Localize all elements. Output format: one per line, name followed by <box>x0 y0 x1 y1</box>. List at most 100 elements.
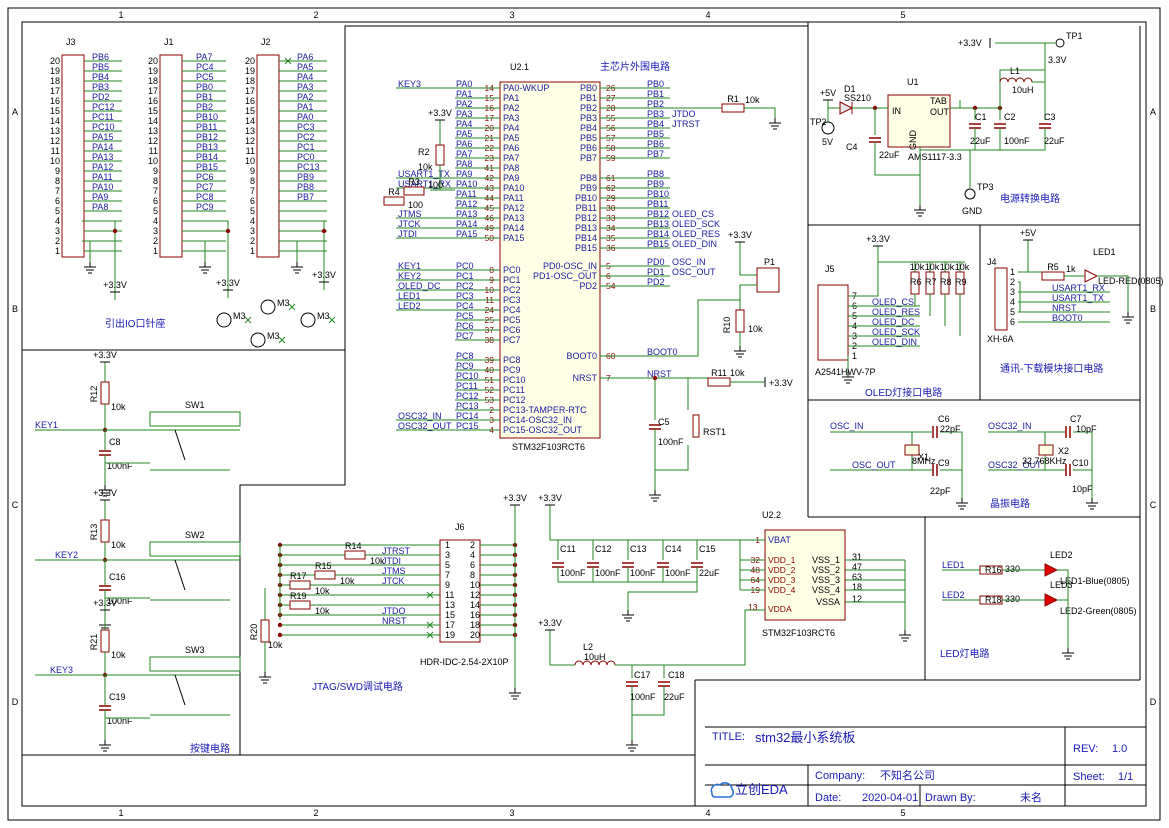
ground-symbol <box>649 490 661 502</box>
mcu-pin-net: PC13 <box>456 401 479 411</box>
c18-ref: C18 <box>668 670 685 680</box>
j6-left-pin: 19 <box>445 630 455 640</box>
oled-net: OLED_CS <box>872 297 914 307</box>
mcu-pin-name: PA9 <box>503 173 519 183</box>
vcc-label: +3.3V <box>503 493 527 503</box>
mcu-pin-net: PB11 <box>647 199 668 209</box>
keys-caption: 按键电路 <box>190 742 230 755</box>
mcu-pin-name: PA11 <box>503 193 524 203</box>
decap-c-ref: C15 <box>699 544 716 554</box>
grid-col-label: 5 <box>900 10 905 20</box>
j3-ref: J3 <box>66 37 76 47</box>
j3-pin: 7 <box>55 186 60 196</box>
key-r-value: 10k <box>111 650 126 660</box>
decap-c-ref: C13 <box>630 544 647 554</box>
c17-value: 100nF <box>630 692 656 702</box>
c3-ref: C3 <box>1044 112 1056 122</box>
mcu-pin-net: PB4 <box>647 119 664 129</box>
vcc-label: +3.3V <box>312 270 336 280</box>
j4-ref: J4 <box>987 257 997 267</box>
switch-symbol[interactable] <box>174 674 186 706</box>
j2-pin: 5 <box>250 206 255 216</box>
test-point <box>821 121 835 135</box>
j1-pin: 13 <box>148 126 158 136</box>
osc-net: OSC32_IN <box>988 421 1032 431</box>
resistor <box>721 103 745 113</box>
mcu-pin-net: PC10 <box>456 371 479 381</box>
mcu-pin-name: PD0-OSC_IN <box>543 261 597 271</box>
mcu-pin-net: PB3 <box>647 109 664 119</box>
j6-right-pin: 12 <box>470 590 480 600</box>
resistor-ref: R4 <box>388 187 400 197</box>
mcu-pin-net: PA14 <box>456 219 477 229</box>
mcu-pin-net: PA8 <box>456 159 472 169</box>
mcu-pin-net: PC7 <box>456 331 474 341</box>
comm-net: USART1_RX <box>1052 283 1105 293</box>
key-c-value: 100nF <box>107 716 133 726</box>
j6-left-pin: 9 <box>445 580 450 590</box>
mcu-pin-net: PA6 <box>456 139 472 149</box>
mcu-net-label: JTCK <box>398 219 421 229</box>
mcu-pin-net: PC9 <box>456 361 474 371</box>
junction-dot <box>112 228 118 234</box>
mcu-pin-net: BOOT0 <box>647 347 678 357</box>
mcu-pin-net: PB6 <box>647 139 664 149</box>
vcc-label: +5V <box>1020 228 1036 238</box>
date-value: 2020-04-01 <box>862 792 918 804</box>
mcu-net-label: KEY3 <box>398 79 421 89</box>
c5-ref: C5 <box>658 417 670 427</box>
j3-pin: 15 <box>50 106 60 116</box>
jtag-r-value: 10k <box>315 586 330 596</box>
led-r-value: 330 <box>1005 564 1020 574</box>
x1-value: 8MHz <box>912 456 936 466</box>
decap-c-value: 100nF <box>595 568 621 578</box>
j1-net: PB14 <box>196 152 218 162</box>
mcu-pin-name: PA4 <box>503 123 519 133</box>
j3-pin: 20 <box>50 56 60 66</box>
reg-out: OUT <box>930 107 950 117</box>
j2-ref: J2 <box>261 37 271 47</box>
reset-button[interactable] <box>692 414 700 438</box>
grid-col-label: 1 <box>118 808 123 818</box>
ground-symbol <box>842 372 854 384</box>
j3-net: PC12 <box>92 102 115 112</box>
r2-ref: R2 <box>418 147 430 157</box>
oled-caption: OLED灯接口电路 <box>865 386 942 399</box>
reg-tab: TAB <box>930 96 947 106</box>
j3-pin: 18 <box>50 76 60 86</box>
mcu-pin-name: PB2 <box>580 103 597 113</box>
c2-value: 100nF <box>1004 136 1030 146</box>
capacitor <box>657 562 669 568</box>
resistor-ref: R1 <box>727 94 739 104</box>
mounting-hole <box>260 299 276 315</box>
mcu-pin-net: PC4 <box>456 301 474 311</box>
mcu-pin-net: PA1 <box>456 89 472 99</box>
led-part: LED2-Green(0805) <box>1060 606 1137 616</box>
mounting-hole-ref: M3 <box>233 311 246 321</box>
p1-body <box>756 267 780 293</box>
company-label: Company: <box>815 770 865 782</box>
mcu-pin-net: PA3 <box>456 109 472 119</box>
vss-pin-name: VSS_1 <box>812 555 840 565</box>
switch-symbol[interactable] <box>174 429 186 461</box>
j1-pin: 1 <box>153 246 158 256</box>
j1-net: PC8 <box>196 192 214 202</box>
switch-symbol[interactable] <box>174 559 186 591</box>
mcu-pin-name: PC6 <box>503 325 521 335</box>
rev-label: REV: <box>1073 743 1098 755</box>
mcu-pin-name: PA15 <box>503 233 524 243</box>
j6-right-pin: 10 <box>470 580 480 590</box>
wire <box>877 254 965 263</box>
j3-net: PA10 <box>92 182 113 192</box>
date-label: Date: <box>815 792 841 804</box>
j2-net: PC3 <box>297 122 315 132</box>
mcu-pin-net: PA15 <box>456 229 477 239</box>
j3-pin: 19 <box>50 66 60 76</box>
j3-pin: 4 <box>55 216 60 226</box>
vss-pin-name: VSS_4 <box>812 585 840 595</box>
vcc-label: +3.3V <box>216 278 240 288</box>
j2-net: PC2 <box>297 132 315 142</box>
j3-pin: 17 <box>50 86 60 96</box>
capacitor <box>658 681 670 687</box>
tp1-ref: TP1 <box>1066 31 1083 41</box>
